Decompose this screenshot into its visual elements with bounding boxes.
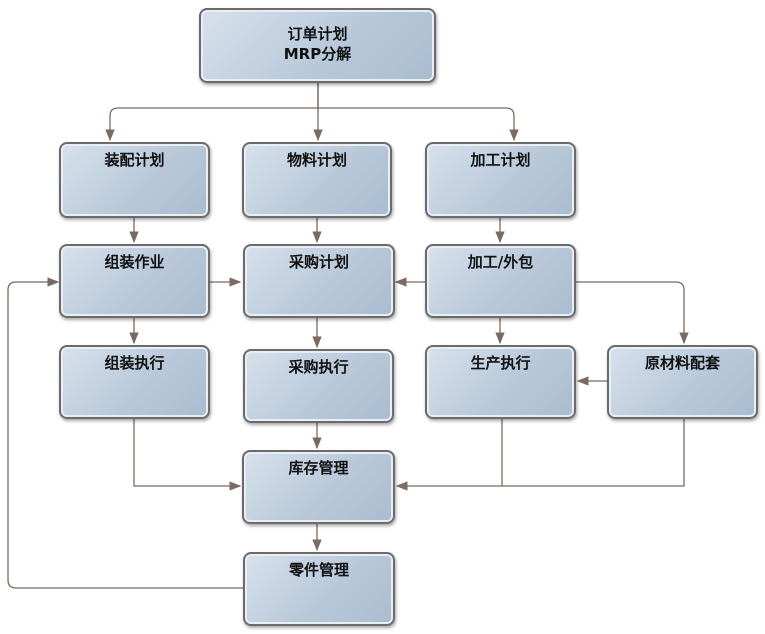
node-production-exec: 生产执行 bbox=[425, 345, 576, 419]
node-order-plan-line2: MRP分解 bbox=[283, 45, 352, 63]
node-order-plan-line1: 订单计划 bbox=[287, 25, 348, 43]
node-material-plan: 物料计划 bbox=[242, 142, 392, 218]
node-inventory-mgmt: 库存管理 bbox=[242, 450, 395, 524]
connector-raw-material-to-inventory bbox=[395, 419, 685, 491]
node-material-plan-label: 物料计划 bbox=[286, 151, 347, 169]
node-machining-outsource: 加工/外包 bbox=[425, 244, 576, 318]
connector-order-to-assembly-plan bbox=[105, 83, 319, 142]
node-raw-material-kit-label: 原材料配套 bbox=[644, 354, 720, 372]
node-assembly-plan-label: 装配计划 bbox=[104, 151, 165, 169]
node-purchase-plan: 采购计划 bbox=[243, 244, 395, 318]
node-machining-outsource-label: 加工/外包 bbox=[467, 253, 534, 271]
node-assembly-work: 组装作业 bbox=[59, 244, 210, 318]
connector-outsource-to-raw-material bbox=[575, 281, 689, 345]
node-parts-mgmt: 零件管理 bbox=[243, 552, 395, 626]
node-assembly-exec-label: 组装执行 bbox=[104, 354, 165, 372]
node-inventory-mgmt-label: 库存管理 bbox=[288, 459, 349, 477]
node-assembly-exec: 组装执行 bbox=[59, 345, 210, 419]
node-machining-plan-label: 加工计划 bbox=[470, 151, 531, 169]
node-purchase-exec-label: 采购执行 bbox=[288, 358, 349, 376]
connector-order-to-machining-plan bbox=[318, 107, 519, 142]
node-order-plan: 订单计划 MRP分解 bbox=[199, 8, 436, 83]
connector-parts-feedback-to-assembly-work bbox=[7, 277, 243, 589]
node-assembly-plan: 装配计划 bbox=[59, 142, 210, 218]
node-machining-plan: 加工计划 bbox=[425, 142, 576, 218]
node-parts-mgmt-label: 零件管理 bbox=[288, 561, 349, 579]
node-raw-material-kit: 原材料配套 bbox=[607, 345, 758, 419]
node-purchase-plan-label: 采购计划 bbox=[288, 253, 349, 271]
node-assembly-work-label: 组装作业 bbox=[104, 253, 165, 271]
node-production-exec-label: 生产执行 bbox=[470, 354, 531, 372]
node-purchase-exec: 采购执行 bbox=[243, 349, 394, 423]
connector-assembly-exec-to-inventory bbox=[133, 419, 242, 491]
